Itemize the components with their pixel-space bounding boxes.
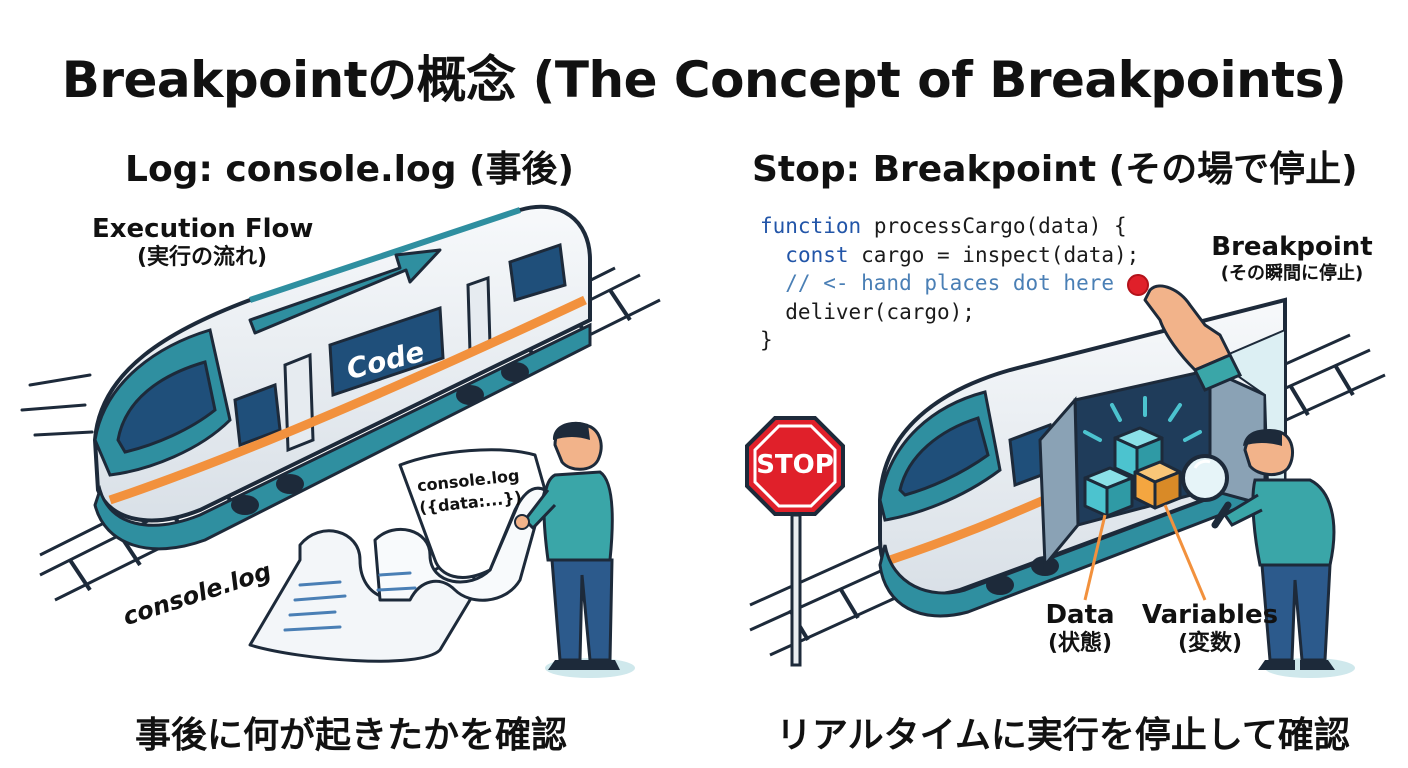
speed-lines: [20, 373, 94, 437]
callout-lines: [1083, 504, 1207, 601]
variables-label: Variables (変数): [1141, 600, 1279, 657]
right-person-icon: [1222, 429, 1355, 678]
left-heading: Log: console.log (事後): [125, 149, 574, 190]
execution-flow-arrow-icon: [248, 248, 442, 335]
page-title: Breakpointの概念 (The Concept of Breakpoint…: [61, 51, 1347, 109]
breakpoint-label: Breakpoint (その瞬間に停止): [1211, 232, 1373, 285]
magnifier-icon: [1181, 454, 1232, 529]
code-line: const cargo = inspect(data);: [785, 242, 1140, 267]
code-comment-line: // <- hand places dot here: [760, 271, 1115, 295]
execution-flow-label: Execution Flow (実行の流れ): [92, 214, 314, 271]
highlight-rays: [1083, 396, 1202, 442]
breakpoint-dot-icon: [1127, 274, 1149, 296]
log-scroll-icon: [248, 448, 547, 663]
left-caption: 事後に何が起きたかを確認: [135, 715, 568, 756]
hand-icon: [1143, 284, 1243, 392]
data-label: Data (状態): [1045, 600, 1115, 657]
stop-sign-icon: [745, 416, 845, 667]
left-person-icon: [514, 421, 635, 678]
code-line: deliver(cargo);: [760, 299, 975, 324]
code-line: function processCargo(data) {: [760, 214, 1127, 238]
right-caption: リアルタイムに実行を停止して確認: [776, 715, 1350, 756]
code-snippet: function processCargo(data) { const carg…: [760, 212, 1139, 355]
cargo-boxes-icon: [1083, 426, 1182, 518]
left-train-icon: [92, 204, 592, 551]
code-line: }: [760, 328, 773, 352]
right-heading: Stop: Breakpoint (その場で停止): [752, 149, 1358, 190]
stop-sign-text: STOP: [756, 450, 834, 480]
